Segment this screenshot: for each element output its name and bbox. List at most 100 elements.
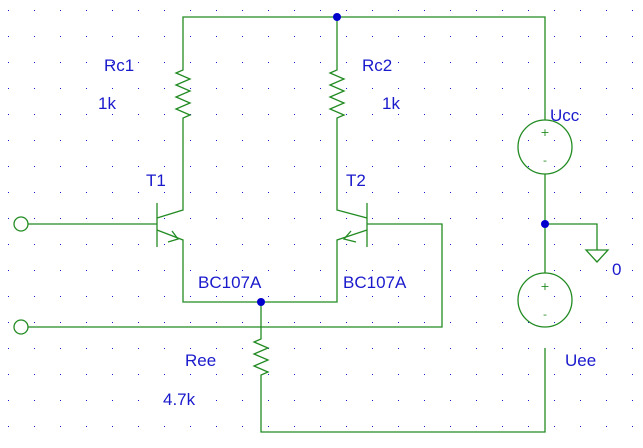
- grid-dot: [86, 36, 87, 37]
- grid-dot: [242, 140, 243, 141]
- grid-dot: [476, 10, 477, 11]
- grid-dot: [60, 10, 61, 11]
- grid-dot: [34, 348, 35, 349]
- grid-dot: [8, 114, 9, 115]
- grid-dot: [320, 374, 321, 375]
- grid-dot: [450, 426, 451, 427]
- grid-dot: [190, 88, 191, 89]
- grid-dot: [398, 166, 399, 167]
- grid-dot: [528, 10, 529, 11]
- node-top: [333, 13, 341, 21]
- grid-dot: [216, 270, 217, 271]
- rc1-name-label: Rc1: [104, 56, 134, 75]
- grid-dot: [502, 62, 503, 63]
- grid-dot: [216, 88, 217, 89]
- grid-dot: [398, 400, 399, 401]
- grid-dot: [242, 36, 243, 37]
- grid-dot: [268, 270, 269, 271]
- grid-dot: [398, 244, 399, 245]
- grid-dot: [112, 62, 113, 63]
- grid-dot: [606, 36, 607, 37]
- grid-dot: [320, 296, 321, 297]
- grid-dot: [424, 426, 425, 427]
- grid-dot: [606, 192, 607, 193]
- ucc-plus-label: +: [540, 126, 549, 139]
- grid-dot: [632, 322, 633, 323]
- grid-dot: [190, 192, 191, 193]
- grid-dot: [424, 192, 425, 193]
- grid-dot: [476, 36, 477, 37]
- grid-dot: [632, 10, 633, 11]
- grid-dot: [372, 374, 373, 375]
- grid-dot: [216, 244, 217, 245]
- grid-dot: [528, 192, 529, 193]
- grid-dot: [112, 374, 113, 375]
- grid-dot: [86, 322, 87, 323]
- grid-dot: [86, 62, 87, 63]
- grid-dot: [34, 244, 35, 245]
- grid-dot: [112, 10, 113, 11]
- grid-dot: [8, 88, 9, 89]
- grid-dot: [528, 322, 529, 323]
- grid-dot: [138, 10, 139, 11]
- grid-dot: [138, 218, 139, 219]
- grid-dot: [320, 244, 321, 245]
- grid-dot: [242, 114, 243, 115]
- grid-dot: [606, 296, 607, 297]
- grid-dot: [164, 296, 165, 297]
- grid-dot: [190, 322, 191, 323]
- resistor-ree: [252, 333, 270, 381]
- grid-dot: [294, 88, 295, 89]
- grid-dot: [242, 270, 243, 271]
- grid-dot: [450, 88, 451, 89]
- grid-dot: [632, 62, 633, 63]
- grid-dot: [346, 166, 347, 167]
- t1-emitter: [156, 229, 184, 248]
- grid-dot: [268, 114, 269, 115]
- grid-dot: [216, 322, 217, 323]
- grid-dot: [86, 270, 87, 271]
- grid-dot: [528, 140, 529, 141]
- grid-dot: [580, 426, 581, 427]
- grid-dot: [476, 166, 477, 167]
- grid-dot: [34, 192, 35, 193]
- grid-dot: [8, 374, 9, 375]
- grid-dot: [632, 374, 633, 375]
- grid-dot: [580, 218, 581, 219]
- grid-dot: [398, 374, 399, 375]
- grid-dot: [294, 114, 295, 115]
- wire-bottom-rail: [260, 348, 546, 433]
- grid-dot: [580, 114, 581, 115]
- grid-dot: [554, 62, 555, 63]
- grid-dot: [242, 400, 243, 401]
- grid-dot: [554, 322, 555, 323]
- wire-ground: [545, 223, 598, 250]
- grid-dot: [606, 218, 607, 219]
- grid-dot: [580, 348, 581, 349]
- grid-dot: [424, 322, 425, 323]
- grid-dot: [372, 88, 373, 89]
- wires: [28, 16, 598, 433]
- grid-dot: [164, 140, 165, 141]
- grid-dot: [632, 348, 633, 349]
- grid-dot: [138, 166, 139, 167]
- source-ucc: [517, 119, 573, 175]
- grid-dot: [398, 192, 399, 193]
- grid-dot: [8, 244, 9, 245]
- grid-dot: [190, 62, 191, 63]
- grid-dot: [138, 192, 139, 193]
- grid-dot: [34, 62, 35, 63]
- grid-dot: [372, 192, 373, 193]
- grid-dot: [554, 374, 555, 375]
- grid-dot: [450, 244, 451, 245]
- grid-dot: [502, 270, 503, 271]
- t2-emitter-arrow: [342, 230, 357, 243]
- grid-dot: [450, 218, 451, 219]
- grid-dot: [8, 192, 9, 193]
- wire-top-rail: [182, 16, 546, 120]
- grid-dot: [372, 296, 373, 297]
- grid-dot: [112, 192, 113, 193]
- grid-dot: [632, 400, 633, 401]
- grid-dot: [112, 322, 113, 323]
